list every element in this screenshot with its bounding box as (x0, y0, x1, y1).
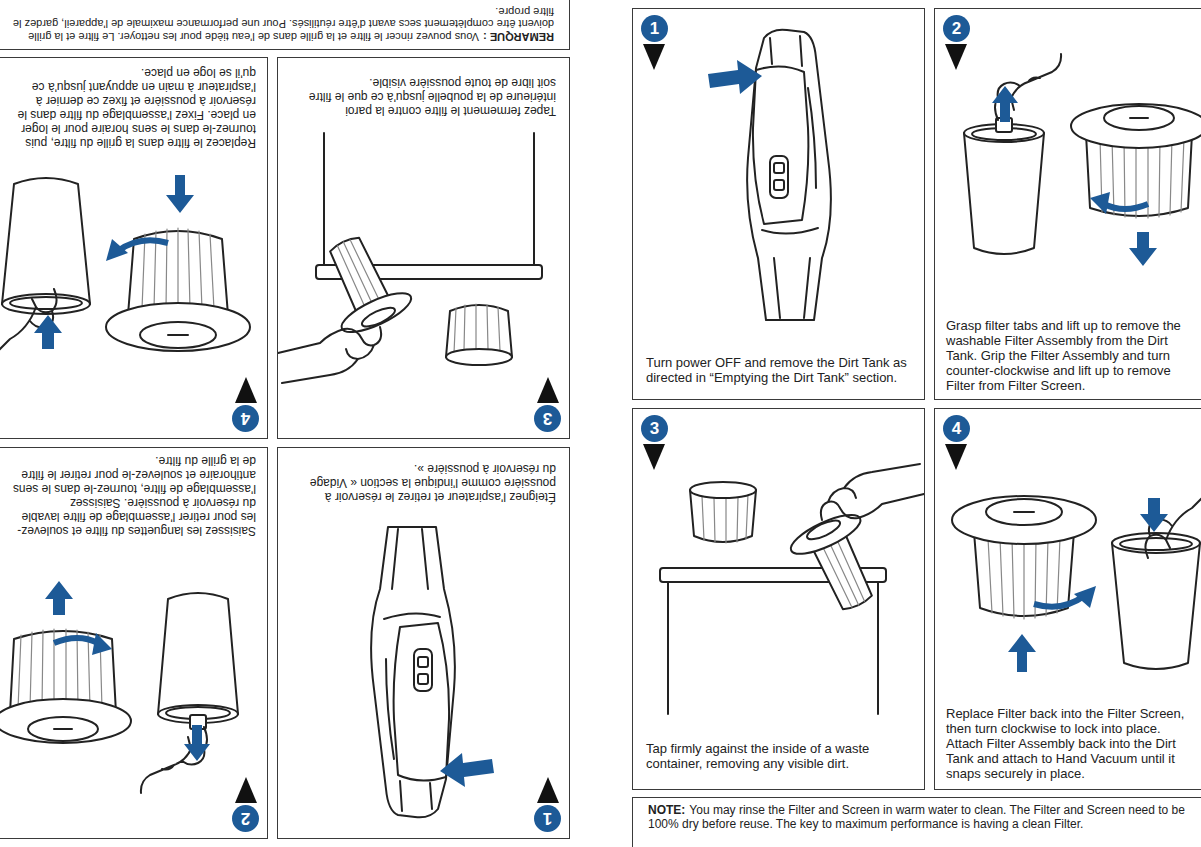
note-box: NOTE:You may rinse the Filter and Screen… (632, 797, 1201, 847)
step-text: Replace Filter back into the Filter Scre… (946, 706, 1194, 781)
step-pointer (945, 44, 967, 70)
tap-filter-drawing (278, 133, 542, 383)
note-paragraph: NOTE:You may rinse the Filter and Screen… (648, 804, 1193, 831)
step-number: 1 (534, 805, 561, 832)
vacuum-illustration (632, 8, 932, 408)
step-pointer (537, 777, 559, 803)
step-pointer (643, 44, 665, 70)
step-panel: 3 Tapez fermement le filtre contre la par… (277, 57, 570, 439)
step-text: Éteignez l'aspirateur et retirez le rése… (294, 462, 556, 504)
english-page: 1Turn power OFF and remove the Dirt Tank… (632, 0, 1201, 847)
step-pointer (235, 377, 257, 403)
french-page: 1 Éteignez l'aspirateur et retirez le rés… (0, 0, 570, 847)
step-text: Tapez fermement le filtre contre la paro… (294, 76, 556, 118)
note-text: You may rinse the Filter and Screen in w… (648, 803, 1185, 831)
step-text: Saisissez les languettes du filtre et so… (8, 454, 256, 538)
note-box: REMARQUE :Vous pouvez rincer le filtre e… (0, 0, 570, 50)
step-text: Replacez le filtre dans la grille du fil… (8, 66, 256, 150)
step-number: 3 (534, 405, 561, 432)
filter-removal-drawing (0, 581, 238, 793)
vacuum-drawing (708, 30, 831, 320)
step-panel: 4 Replacez le filtre dans la grille du fi… (0, 57, 268, 439)
filter-removal-drawing (964, 54, 1201, 266)
step-panel: 1Turn power OFF and remove the Dirt Tank… (632, 8, 925, 400)
step-panel: 4Replace Filter back into the Filter Scr… (934, 408, 1201, 790)
step-pointer (945, 444, 967, 470)
step-pointer (537, 377, 559, 403)
step-number: 2 (232, 805, 259, 832)
step-panel: 2 Saisissez les languettes du filtre et s… (0, 447, 268, 839)
step-text: Tap firmly against the inside of a waste… (646, 741, 908, 771)
step-panel: 2Grasp filter tabs and lift up to remove… (934, 8, 1201, 400)
note-text: Vous pouvez rincer le filtre et la grill… (13, 6, 554, 43)
step-panel: 1 Éteignez l'aspirateur et retirez le rés… (277, 447, 570, 839)
step-pointer (235, 777, 257, 803)
filter-replace-drawing (952, 488, 1201, 672)
step-panel: 3Tap firmly against the inside of a wast… (632, 408, 925, 790)
step-number: 4 (943, 415, 970, 442)
step-number: 4 (232, 405, 259, 432)
filter-replace-drawing (0, 175, 250, 359)
step-pointer (643, 444, 665, 470)
note-paragraph: REMARQUE :Vous pouvez rincer le filtre e… (9, 6, 554, 44)
note-label: REMARQUE : (483, 31, 554, 43)
note-label: NOTE: (648, 803, 685, 817)
tap-filter-drawing (660, 464, 924, 714)
step-text: Turn power OFF and remove the Dirt Tank … (646, 355, 908, 385)
step-number: 3 (641, 415, 668, 442)
vacuum-drawing (371, 527, 494, 817)
step-number: 1 (641, 15, 668, 42)
step-text: Grasp filter tabs and lift up to remove … (946, 318, 1194, 393)
step-number: 2 (943, 15, 970, 42)
